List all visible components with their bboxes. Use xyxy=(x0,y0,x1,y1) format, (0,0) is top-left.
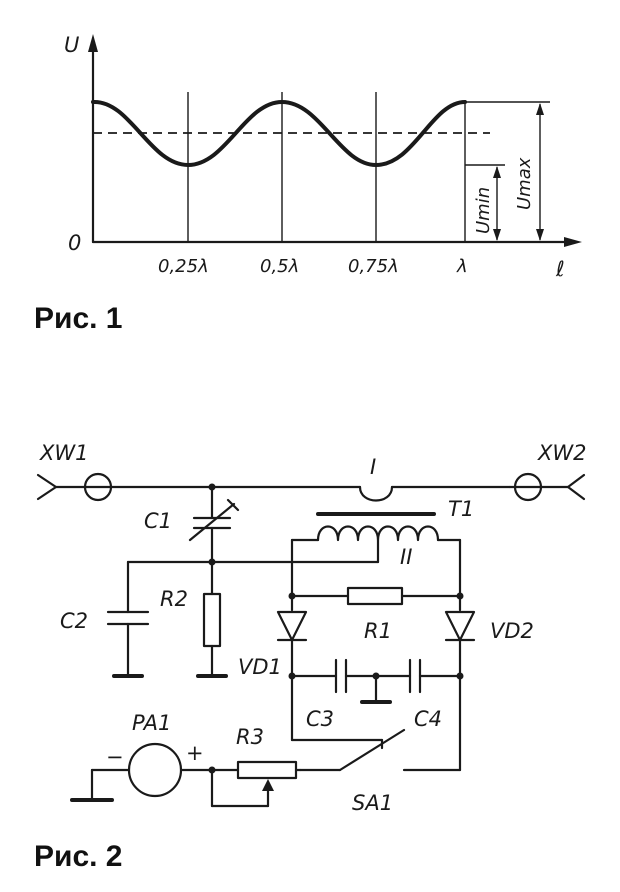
label-vd2: VD2 xyxy=(490,619,534,643)
umin-label: Umin xyxy=(473,187,494,234)
vd2-body xyxy=(444,610,476,642)
umax-arrow-bottom xyxy=(536,229,544,241)
xw1-connector xyxy=(36,473,58,501)
sa1-lever xyxy=(338,728,406,772)
label-t1: T1 xyxy=(448,497,474,521)
voltage-curve xyxy=(91,99,467,168)
r2-body xyxy=(202,592,222,648)
label-pa1: PA1 xyxy=(132,711,171,735)
umax-label: Umax xyxy=(514,157,535,210)
label-winding-ii: II xyxy=(400,545,412,569)
umax-arrow-top xyxy=(536,103,544,115)
label-vd1: VD1 xyxy=(238,655,282,679)
label-xw1: XW1 xyxy=(39,441,89,465)
label-c2: C2 xyxy=(60,609,88,633)
fig2-schematic: XW1 XW2 I T1 II C1 C2 R2 R1 VD1 VD2 C3 C… xyxy=(36,441,587,815)
label-sa1: SA1 xyxy=(352,791,393,815)
fig2-caption: Рис. 2 xyxy=(34,840,123,873)
label-xw2: XW2 xyxy=(537,441,587,465)
label-minus: − xyxy=(106,745,124,769)
r3-wiper-arrow xyxy=(262,779,274,791)
tick-label-075: 0,75λ xyxy=(348,256,399,277)
r3-body xyxy=(236,760,298,780)
label-c4: C4 xyxy=(414,707,442,731)
label-c3: C3 xyxy=(306,707,334,731)
pa1-meter xyxy=(127,742,183,798)
label-r1: R1 xyxy=(364,619,392,643)
label-r2: R2 xyxy=(160,587,188,611)
label-plus: + xyxy=(186,741,204,765)
y-axis-label: U xyxy=(64,33,79,57)
label-c1: C1 xyxy=(144,509,172,533)
x-axis-label: ℓ xyxy=(555,257,565,281)
x-axis-arrow xyxy=(564,237,582,247)
fig1-graph: U 0 ℓ 0,25λ 0,5λ 0,75λ λ Umin Umax xyxy=(64,33,582,281)
r1-body xyxy=(346,586,404,606)
label-winding-i: I xyxy=(370,455,376,479)
tick-label-025: 0,25λ xyxy=(158,256,209,277)
winding-i xyxy=(358,485,394,502)
tick-label-05: 0,5λ xyxy=(260,256,299,277)
fig1-caption: Рис. 1 xyxy=(34,302,123,335)
c1-trim-tick xyxy=(226,498,240,512)
label-r3: R3 xyxy=(236,725,264,749)
y-axis-arrow xyxy=(88,34,98,52)
umin-arrow-top xyxy=(493,166,501,178)
xw2-connector xyxy=(566,473,586,501)
umin-arrow-bottom xyxy=(493,229,501,241)
origin-label: 0 xyxy=(68,231,81,255)
tick-label-1: λ xyxy=(456,256,468,277)
winding-ii xyxy=(316,525,440,542)
c1-trim-arrow xyxy=(188,502,236,542)
vd1-body xyxy=(276,610,308,642)
